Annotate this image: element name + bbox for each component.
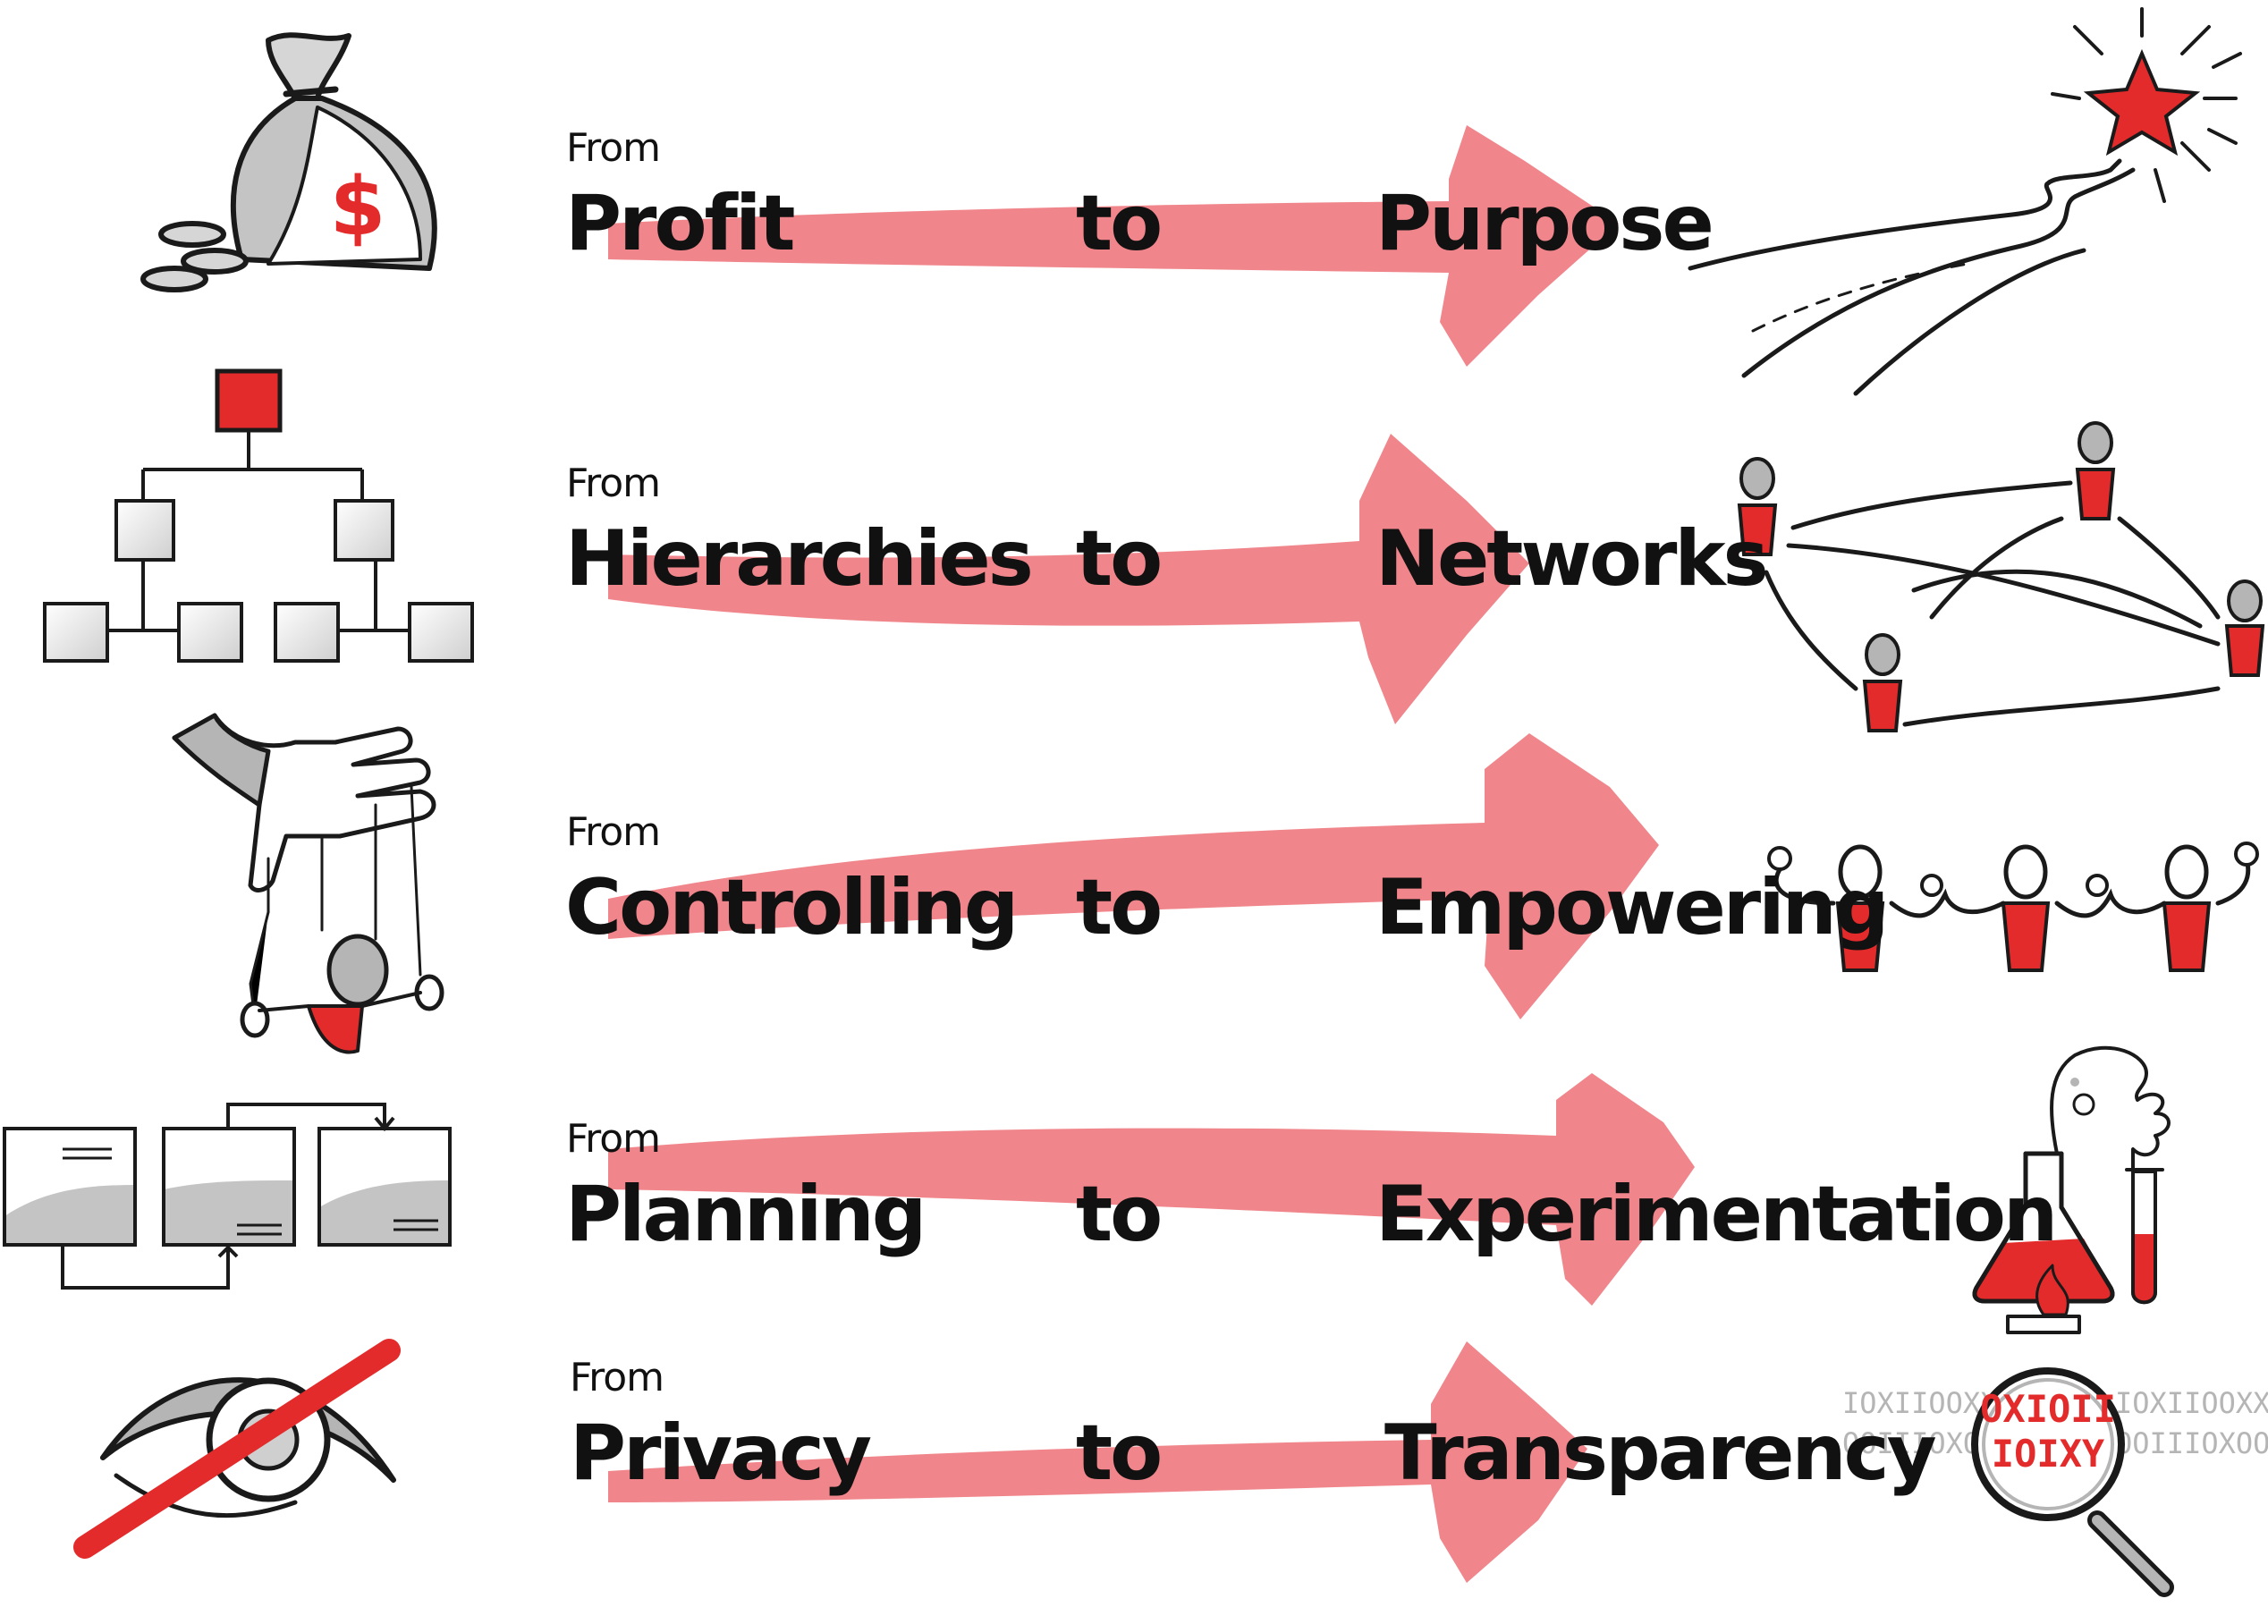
binary-right-top: IOXIIOOXX [2115,1386,2268,1420]
to-label: to [1076,1170,1163,1259]
from-value: Hierarchies [565,514,1034,604]
from-value: Controlling [565,863,1019,952]
from-value: Planning [565,1170,927,1259]
process-flow-icon [3,1103,452,1290]
arrow-hierarchies-networks [608,434,1529,724]
to-label: to [1076,863,1163,952]
from-value: Privacy [570,1408,872,1498]
to-value: Empowering [1375,863,1889,952]
binary-right-bottom: OOIIIOXOO [2115,1426,2268,1460]
person-3 [2224,579,2265,677]
from-label: From [570,1355,664,1400]
person-a [1835,844,1885,972]
magnifier-binary-icon: IOXIIOOXX OOIIIOXOO IOXIIOOXX OOIIIOXOO … [1842,1367,2268,1597]
to-label: to [1076,514,1163,604]
to-value: Networks [1375,514,1769,604]
from-label: From [566,1116,661,1162]
to-label: to [1076,1408,1163,1498]
crossed-eye-icon [73,1339,401,1559]
puppet-hand-icon [172,713,444,1054]
person-1 [1737,457,1778,556]
person-b [2001,844,2051,972]
to-value: Transparency [1384,1408,1937,1498]
to-label: to [1076,179,1163,268]
binary-left-top: IOXIIOOXX [1842,1386,1997,1420]
arrow-planning-experimentation [608,1073,1695,1306]
from-value: Profit [565,179,796,268]
from-label: From [566,461,661,506]
to-value: Experimentation [1375,1170,2058,1259]
arrow-privacy-transparency [608,1341,1587,1583]
arrow-profit-purpose [608,125,1619,367]
svg-text:$: $ [330,160,386,254]
money-bag-icon: $ [140,32,437,292]
arrow-controlling-empowering [608,733,1659,1019]
binary-lens-top: OXIOII [1980,1387,2116,1431]
people-network-icon [1737,421,2265,732]
people-holding-hands-icon [1767,842,2259,972]
binary-lens-bottom: IOIXY [1992,1432,2105,1476]
org-chart-icon [43,368,474,663]
person-4 [1862,633,1903,732]
from-label: From [566,809,661,855]
from-label: From [566,125,661,171]
person-2 [2075,421,2116,520]
lab-flask-icon [1972,1045,2171,1334]
person-c [2162,844,2212,972]
winding-road-star-icon [1688,7,2242,396]
to-value: Purpose [1375,179,1714,268]
